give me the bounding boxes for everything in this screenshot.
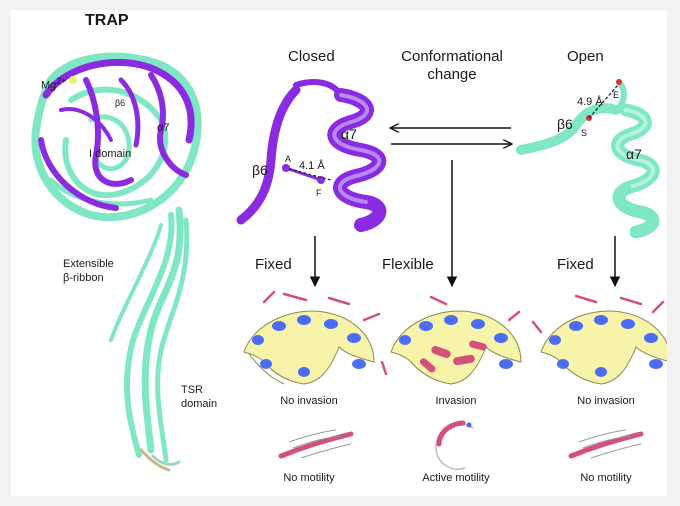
ribbon-strand (109, 223, 163, 342)
head-cyan (31, 52, 202, 222)
ribbon-strand (155, 217, 190, 463)
state-flexible: Flexible (382, 256, 434, 273)
open-res2-label: E (613, 90, 620, 100)
change-label-2: change (427, 66, 477, 83)
closed-a7-label: α7 (341, 126, 357, 142)
open-b6-strand (516, 103, 621, 155)
open-a7-label: α7 (626, 146, 642, 162)
closed-res2-label: F (316, 188, 322, 198)
diagram-art (31, 52, 667, 472)
trap-structure (31, 52, 202, 472)
change-label-1: Conformational (401, 48, 503, 65)
closed-a7-helix (327, 88, 387, 232)
open-distance-label: 4.9 Å (577, 96, 603, 108)
trap-title: TRAP (85, 12, 129, 29)
closed-b6-strand (236, 85, 301, 225)
closed-title: Closed (288, 48, 335, 65)
invasion-label-1: No invasion (280, 395, 338, 407)
state-fixed-1: Fixed (255, 256, 292, 273)
tsr-label-2: domain (181, 398, 218, 410)
closed-b6-label: β6 (252, 162, 268, 178)
motility-label-2: Active motility (422, 472, 490, 484)
closed-structure (236, 79, 387, 232)
tsr-label-1: TSR (181, 384, 203, 396)
cell-no-invasion-1 (243, 290, 388, 385)
ribbon-label-2: β-ribbon (63, 272, 104, 284)
left-b6-label: β6 (115, 98, 126, 108)
active-motility-icon (435, 420, 474, 470)
closed-distance-label: 4.1 Å (299, 160, 325, 172)
left-a7-label: α7 (157, 122, 170, 134)
ribbon-strand (123, 212, 175, 458)
no-motility-icon-1 (278, 429, 354, 459)
motility-label-3: No motility (580, 472, 632, 484)
open-structure (516, 79, 660, 239)
mg-label: Mg2+ (41, 76, 67, 92)
figure-panel: TRAP Mg2+ I domain α7 β6 Extensible β-ri… (11, 10, 667, 496)
cell-no-invasion-2 (531, 294, 667, 385)
open-b6-label: β6 (557, 116, 573, 132)
invasion-label-3: No invasion (577, 395, 635, 407)
motility-label-1: No motility (283, 472, 335, 484)
i-domain-label: I domain (89, 148, 132, 160)
state-fixed-2: Fixed (557, 256, 594, 273)
cell-invasion (390, 295, 522, 385)
mg-ion (69, 76, 77, 84)
open-title: Open (567, 48, 604, 65)
invasion-label-2: Invasion (435, 395, 477, 407)
open-res1-label: S (581, 128, 588, 138)
open-a7-helix (611, 103, 660, 239)
open-distance-line (588, 84, 619, 119)
head-purple (42, 59, 195, 144)
ribbon-label-1: Extensible (63, 258, 114, 270)
ribbon-strand (141, 206, 184, 454)
no-motility-icon-2 (568, 429, 644, 459)
closed-res1-label: A (285, 154, 292, 164)
closed-distance-line (288, 168, 332, 181)
